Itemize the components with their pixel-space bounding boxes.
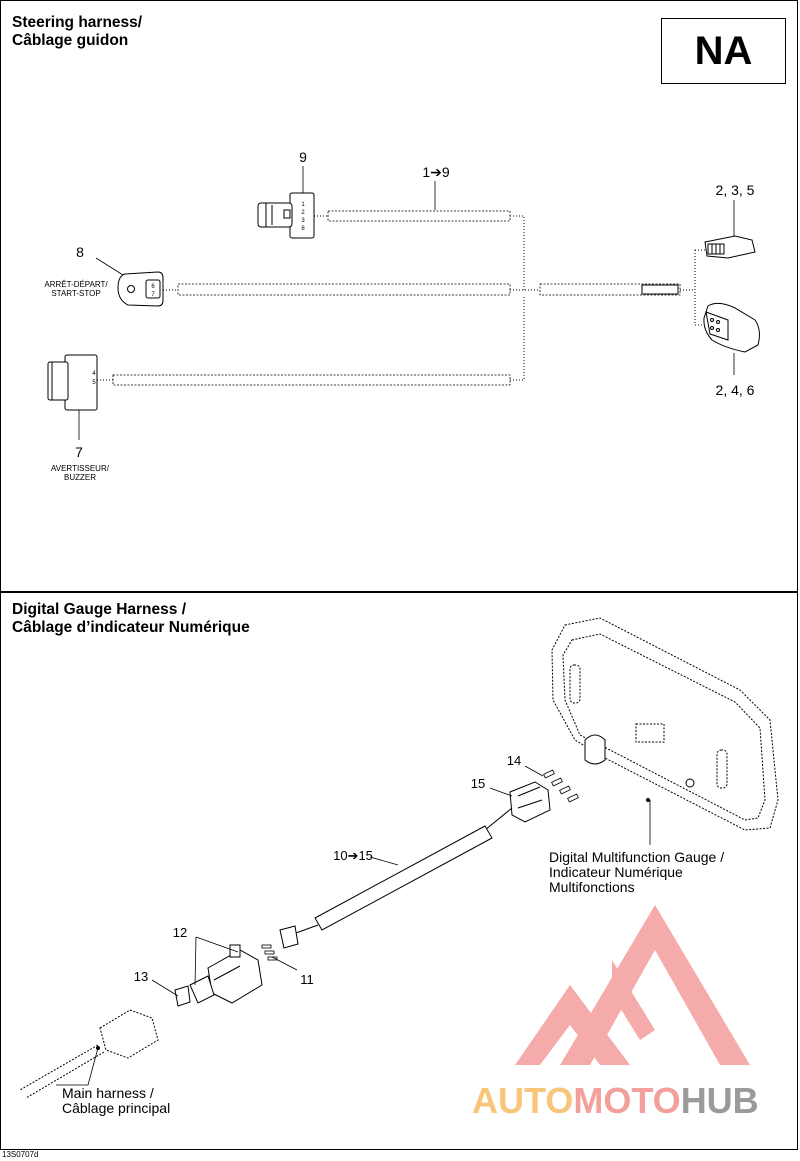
callout-8: 8	[76, 244, 84, 260]
wire-9	[327, 210, 511, 222]
connector-7-buzzer	[47, 354, 98, 411]
digital-gauge	[551, 617, 779, 831]
pin-label: 7	[151, 292, 155, 298]
callout-15: 15	[471, 776, 485, 791]
gauge-label-line1: Digital Multifunction Gauge /	[549, 849, 724, 865]
steering-harness-title: Steering harness/ Câblage guidon	[12, 14, 143, 49]
callout-12: 12	[173, 925, 187, 940]
seal-12	[189, 975, 215, 1004]
connector-11	[279, 925, 299, 949]
leader-line	[195, 936, 239, 953]
pin-label: 3	[301, 218, 305, 224]
connector-15	[509, 781, 551, 823]
gauge-cable	[314, 825, 493, 931]
leader-line	[271, 956, 298, 971]
leader-line	[56, 1047, 99, 1086]
leader-line	[194, 936, 197, 986]
region-badge: NA	[661, 18, 786, 84]
gauge-harness-title: Digital Gauge Harness / Câblage d’indica…	[12, 601, 250, 636]
pin-label: 8	[301, 226, 305, 232]
watermark-part-hub: HUB	[680, 1080, 759, 1121]
terminal-pins-11	[261, 944, 278, 961]
main-harness-connector	[99, 1009, 159, 1059]
footer-code: 13S0707d	[2, 1150, 39, 1159]
wire-8	[177, 283, 511, 296]
leader-line	[524, 765, 544, 777]
connector-2-3-5	[704, 235, 756, 259]
start-stop-label-en: START-STOP	[51, 289, 100, 298]
steering-harness-panel	[0, 0, 798, 592]
leader-line	[369, 856, 399, 866]
gauge-connector-port	[584, 734, 695, 788]
connector-2-4-6	[703, 302, 760, 353]
main-harness-label-line2: Câblage principal	[62, 1100, 170, 1116]
gauge-harness-panel	[0, 592, 798, 1150]
connector-12	[207, 944, 263, 1004]
leader-line	[95, 257, 124, 276]
pin-label: 2	[301, 210, 305, 216]
wedge-13	[174, 985, 191, 1007]
callout-13: 13	[134, 969, 148, 984]
terminal-pins-14	[543, 769, 579, 803]
connector-8-start-stop	[117, 271, 164, 307]
start-stop-label-fr: ARRÊT-DÉPART/	[44, 280, 108, 289]
pin-label: 5	[92, 380, 96, 386]
gauge-label-line2: Indicateur Numérique	[549, 864, 683, 880]
callout-2-3-5: 2, 3, 5	[716, 182, 755, 198]
connector-9	[257, 192, 315, 239]
callout-9: 9	[299, 149, 307, 165]
buzzer-label-en: BUZZER	[64, 473, 96, 482]
buzzer-label-fr: AVERTISSEUR/	[51, 464, 110, 473]
main-harness-label-line1: Main harness /	[62, 1085, 154, 1101]
pin-label: 1	[301, 202, 305, 208]
watermark-part-auto: AUTO	[472, 1080, 574, 1121]
callout-range-1-9: 1➔9	[422, 164, 450, 180]
callout-11: 11	[300, 972, 314, 987]
callout-2-4-6: 2, 4, 6	[716, 382, 755, 398]
pin-label: 6	[151, 284, 155, 290]
watermark-text: AUTOMOTOHUB	[472, 1080, 759, 1122]
gauge-label-line3: Multifonctions	[549, 879, 635, 895]
watermark-part-moto: MOTO	[573, 1080, 681, 1121]
callout-7: 7	[75, 444, 83, 460]
leader-line	[151, 979, 179, 997]
pin-label: 4	[92, 371, 96, 377]
leader-line	[489, 787, 513, 797]
callout-range-10-15: 10➔15	[333, 848, 373, 863]
callout-14: 14	[507, 753, 521, 768]
wire-7	[112, 374, 511, 386]
